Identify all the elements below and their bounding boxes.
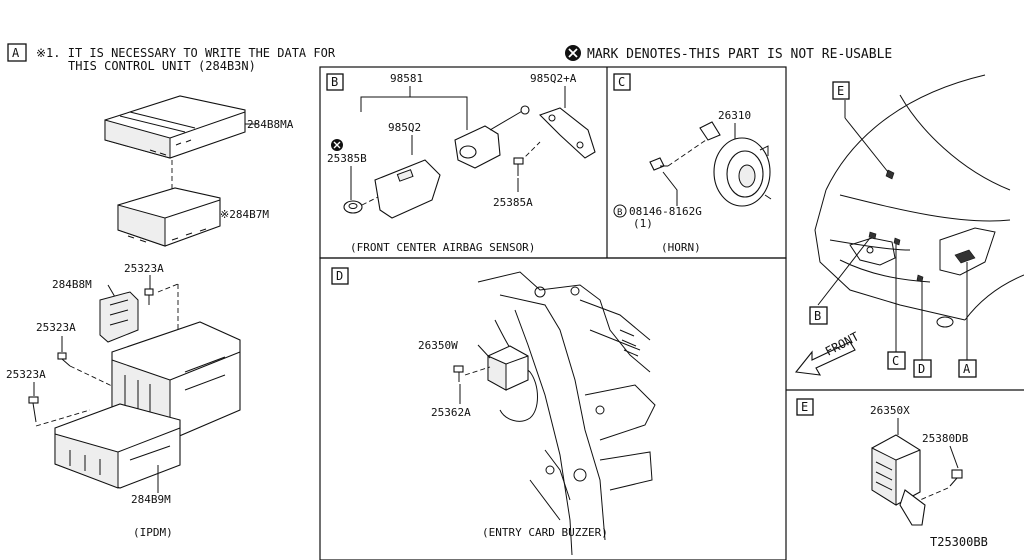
buzzer-unit-e — [871, 434, 926, 526]
callout-e: E — [837, 84, 844, 98]
part-25323a-low: 25323A — [6, 368, 46, 381]
part-26350x: 26350X — [870, 404, 910, 417]
part-284b8ma: 284B8MA — [247, 118, 294, 131]
callout-a: A — [963, 362, 971, 376]
not-reusable-icon — [331, 139, 343, 151]
section-b-letter-box — [326, 73, 344, 91]
note-line-1: ※1. IT IS NECESSARY TO WRITE THE DATA FO… — [36, 46, 336, 60]
ipdm-module-upper — [104, 95, 246, 159]
ipdm-caption: (IPDM) — [133, 526, 173, 539]
callout-d-box — [913, 359, 932, 378]
ipdm-module-lower — [117, 187, 221, 247]
bolt-mark-icon — [613, 204, 627, 218]
callout-b: B — [814, 309, 821, 323]
front-arrow-icon — [794, 341, 856, 376]
bolt-mark-letter: B — [617, 208, 622, 218]
ipdm-bracket — [99, 291, 139, 343]
section-d-letter-box — [331, 267, 349, 285]
section-c-letter-box — [613, 73, 631, 91]
vehicle-body-frame — [477, 271, 656, 556]
bolt-icon — [949, 469, 963, 487]
bolt-icon — [28, 396, 39, 423]
section-c-letter: C — [618, 75, 625, 89]
part-qty: (1) — [633, 217, 653, 230]
entry-buzzer-caption: (ENTRY CARD BUZZER) — [482, 526, 608, 539]
part-284b7m: ※284B7M — [220, 208, 269, 221]
bolt-icon — [57, 352, 71, 367]
part-25380db: 25380DB — [922, 432, 969, 445]
part-284b8m: 284B8M — [52, 278, 92, 291]
callout-c-box — [887, 351, 906, 370]
callout-d: D — [918, 362, 925, 376]
section-d-letter: D — [336, 269, 343, 283]
part-08146-8162g: 08146-8162G — [629, 205, 702, 218]
airbag-sensor-caption: (FRONT CENTER AIRBAG SENSOR) — [350, 241, 535, 254]
part-25362a: 25362A — [431, 406, 471, 419]
part-25323a-top: 25323A — [124, 262, 164, 275]
bolt-icon — [513, 157, 524, 176]
bolt-icon — [453, 365, 464, 382]
not-reusable-icon — [565, 45, 581, 61]
diagram-code: T25300BB — [930, 535, 988, 549]
ipdm-bracket-lower — [54, 321, 241, 489]
horn-icon — [699, 121, 772, 207]
section-a-letter-box — [7, 43, 27, 62]
part-985q2a: 985Q2+A — [530, 72, 577, 85]
bolt-icon — [649, 157, 668, 171]
section-e-letter: E — [801, 400, 808, 414]
callout-e-box — [832, 81, 850, 100]
note-line-2: THIS CONTROL UNIT (284B3N) — [68, 59, 256, 73]
car-front-view — [814, 74, 1024, 328]
section-a-letter: A — [12, 46, 20, 60]
bolt-icon — [144, 288, 154, 305]
horn-caption: (HORN) — [661, 241, 701, 254]
part-98581: 98581 — [390, 72, 423, 85]
legend-text: MARK DENOTES-THIS PART IS NOT RE-USABLE — [587, 47, 892, 62]
nut-icon — [343, 200, 363, 214]
callout-a-box — [958, 359, 977, 378]
part-25385a: 25385A — [493, 196, 533, 209]
callout-b-box — [809, 306, 828, 325]
part-26350w: 26350W — [418, 339, 458, 352]
part-284b9m: 284B9M — [131, 493, 171, 506]
section-b-letter: B — [331, 75, 338, 89]
part-985q2: 985Q2 — [388, 121, 421, 134]
section-e-letter-box — [796, 398, 814, 416]
part-25385b: 25385B — [327, 152, 367, 165]
airbag-sensor-unit — [374, 105, 596, 219]
part-25323a-mid: 25323A — [36, 321, 76, 334]
section-d-frame — [319, 257, 787, 560]
part-26310: 26310 — [718, 109, 751, 122]
callout-c: C — [892, 354, 899, 368]
buzzer-unit — [487, 345, 529, 391]
